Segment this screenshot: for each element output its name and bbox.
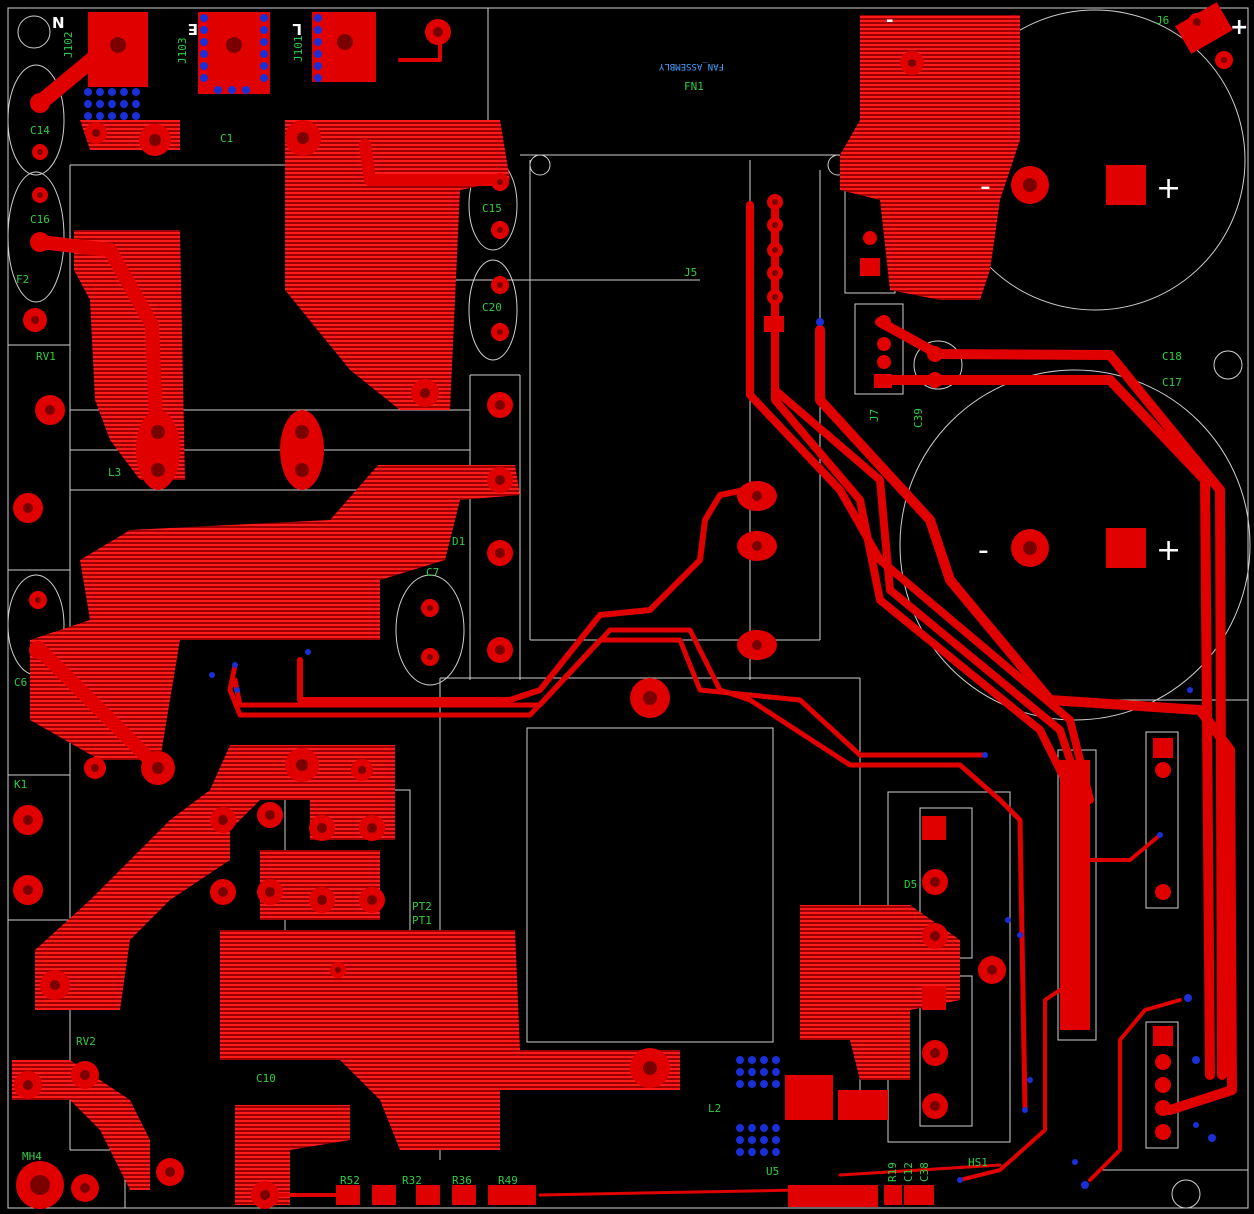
label-l2: L2 xyxy=(708,1102,721,1115)
copper-traces xyxy=(32,28,1237,1197)
label-r19: R19 xyxy=(886,1162,899,1182)
label-j7: J7 xyxy=(868,409,881,422)
label-fn1: FN1 xyxy=(684,80,704,93)
label-j6: J6 xyxy=(1156,14,1169,27)
label-c38: C38 xyxy=(918,1162,931,1182)
connector-e-mark: E xyxy=(188,20,198,38)
polarity-minus-c18: - xyxy=(980,169,991,204)
label-c39: C39 xyxy=(912,408,925,428)
label-c17: C17 xyxy=(1162,376,1182,389)
label-c7: C7 xyxy=(426,566,439,579)
silkscreen-labels: N E L J102 J103 J101 J6 J5 J7 C14 C16 F2… xyxy=(14,10,1248,1187)
label-c6: C6 xyxy=(14,676,27,689)
via-clusters xyxy=(84,14,1216,1189)
label-c14: C14 xyxy=(30,124,50,137)
label-d5: D5 xyxy=(904,878,917,891)
label-r32: R32 xyxy=(402,1174,422,1187)
polarity-minus-c17: - xyxy=(978,533,989,568)
label-f2: F2 xyxy=(16,273,29,286)
label-c1: C1 xyxy=(220,132,233,145)
polarity-plus-c18: + xyxy=(1156,171,1181,206)
polarity-minus-top: - xyxy=(886,10,893,31)
label-c16: C16 xyxy=(30,213,50,226)
label-hs1: HS1 xyxy=(968,1156,988,1169)
label-c10: C10 xyxy=(256,1072,276,1085)
copper-pours xyxy=(12,15,1020,1205)
label-j101: J101 xyxy=(292,36,305,63)
label-c12: C12 xyxy=(902,1162,915,1182)
label-j5: J5 xyxy=(684,266,697,279)
connector-l-mark: L xyxy=(292,20,302,38)
label-c15: C15 xyxy=(482,202,502,215)
polarity-plus-j6: + xyxy=(1230,15,1248,40)
label-pt1: PT1 xyxy=(412,914,432,927)
label-c18: C18 xyxy=(1162,350,1182,363)
polarity-plus-c17: + xyxy=(1156,533,1181,568)
label-rv1: RV1 xyxy=(36,350,56,363)
label-pt2: PT2 xyxy=(412,900,432,913)
label-c20: C20 xyxy=(482,301,502,314)
label-j102: J102 xyxy=(62,32,75,59)
label-d1: D1 xyxy=(452,535,465,548)
label-k1: K1 xyxy=(14,778,27,791)
label-r36: R36 xyxy=(452,1174,472,1187)
label-l3: L3 xyxy=(108,466,121,479)
through-hole-pads xyxy=(13,13,1233,1209)
label-r49: R49 xyxy=(498,1174,518,1187)
fan-assembly-text: FAN_ASSEMBLY xyxy=(658,61,724,71)
label-rv2: RV2 xyxy=(76,1035,96,1048)
connector-n-mark: N xyxy=(52,14,65,32)
label-u5: U5 xyxy=(766,1165,779,1178)
label-j103: J103 xyxy=(176,38,189,65)
label-r52: R52 xyxy=(340,1174,360,1187)
label-mh4: MH4 xyxy=(22,1150,42,1163)
